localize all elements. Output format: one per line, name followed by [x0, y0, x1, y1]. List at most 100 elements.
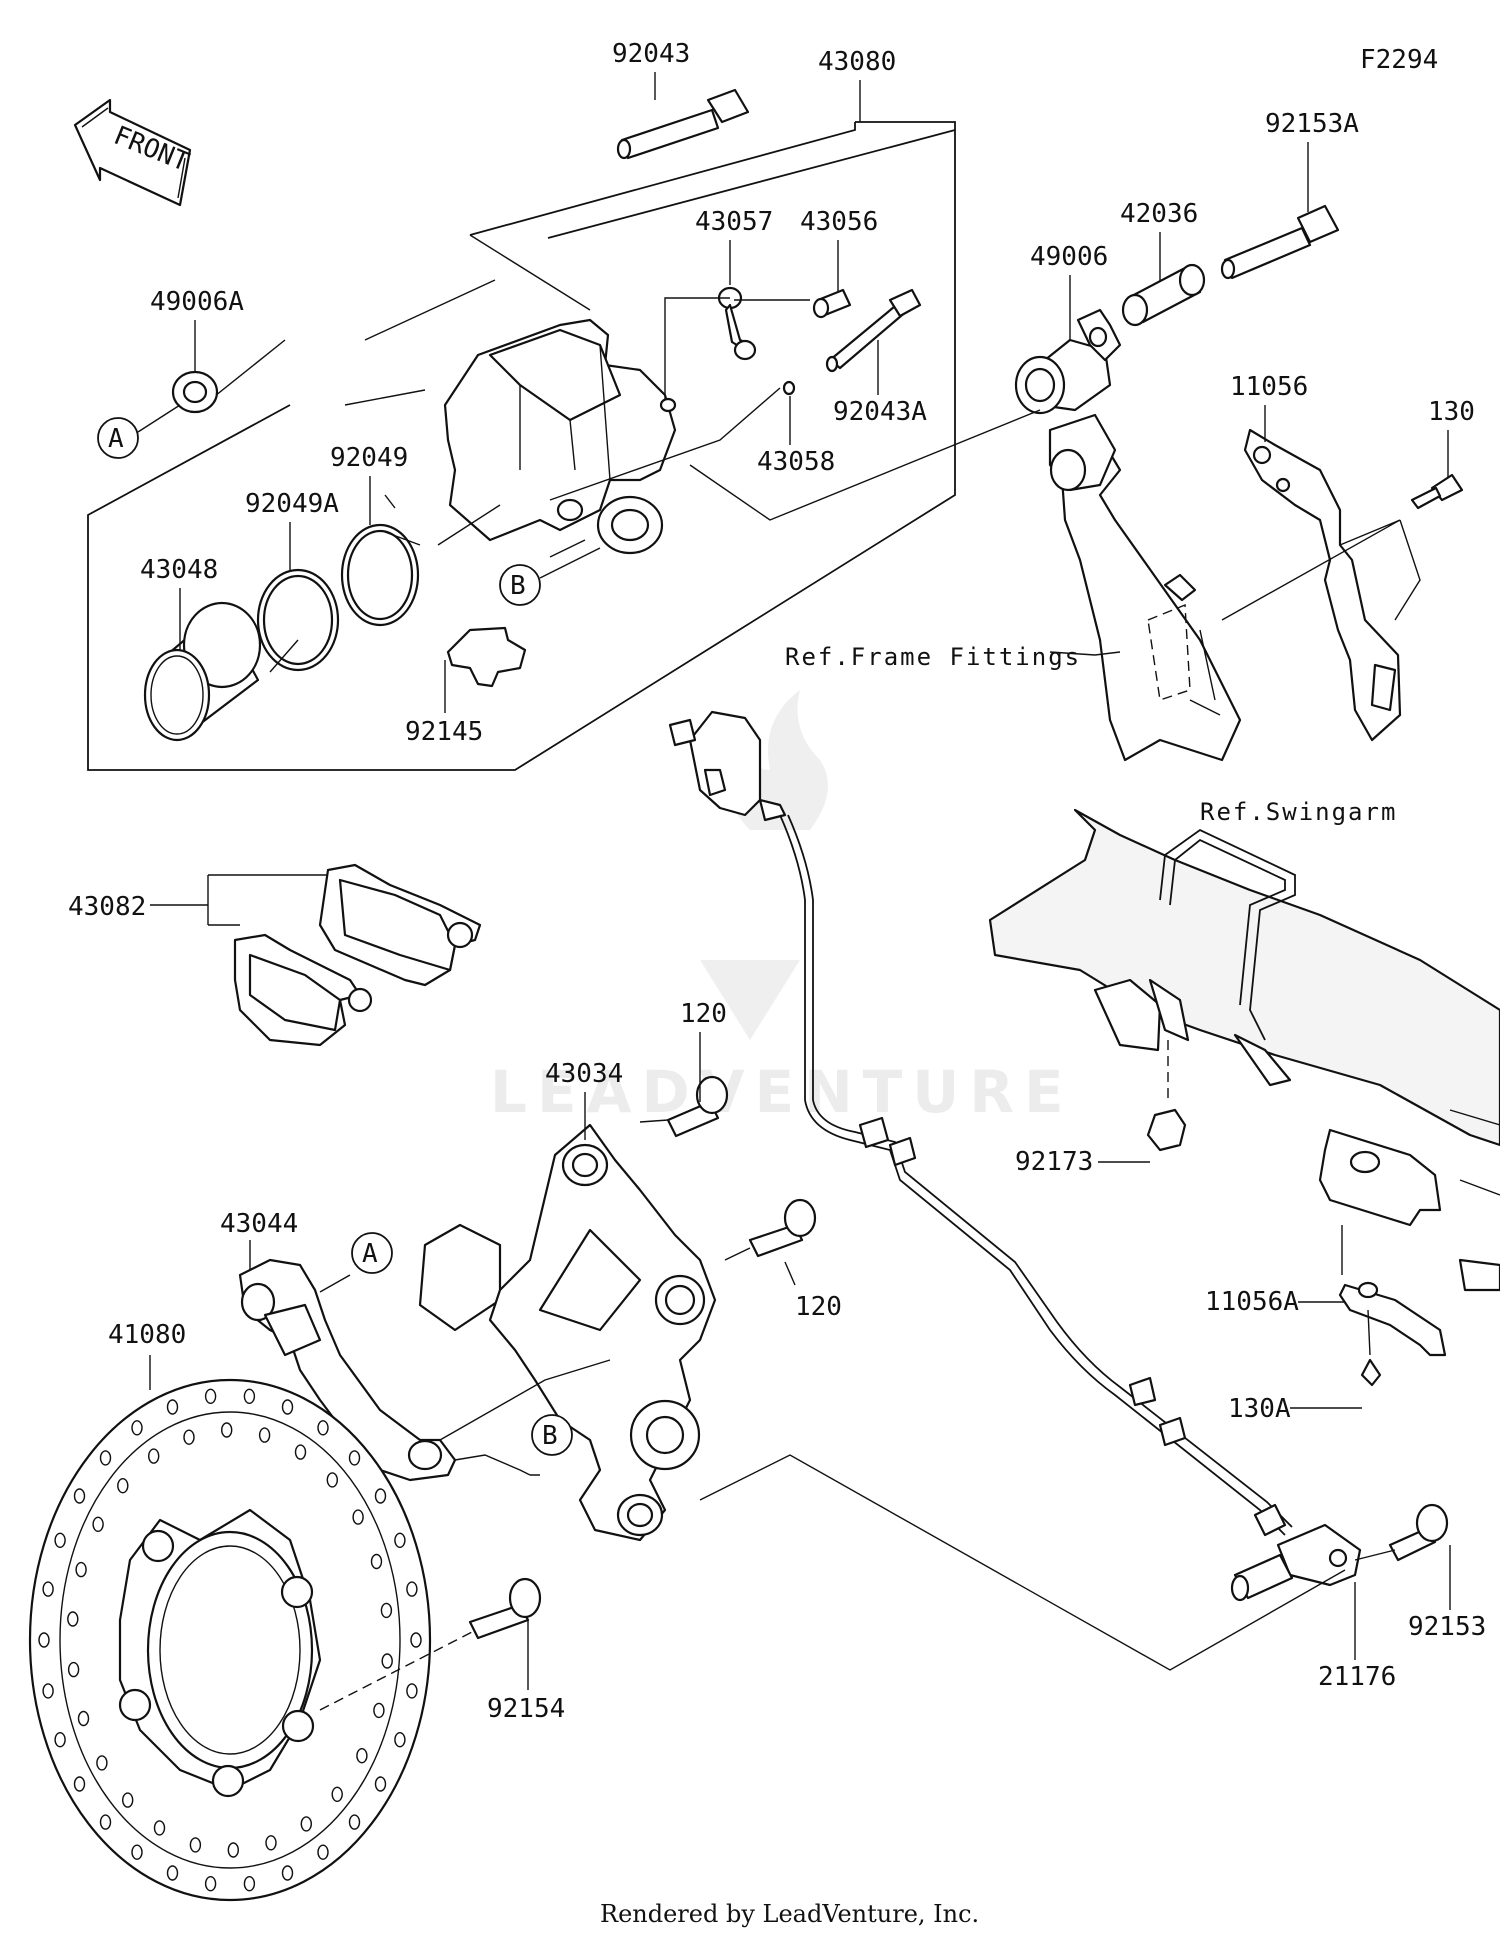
disc-hole [394, 1532, 406, 1549]
disc-hole [265, 1835, 277, 1851]
disc-hole [406, 1683, 418, 1699]
disc-hole [317, 1844, 329, 1860]
svg-text:A: A [362, 1239, 378, 1269]
spring-92145 [446, 626, 527, 688]
pin-92043 [616, 88, 750, 160]
callout-92043: 92043 [612, 39, 690, 69]
caliper-bracket-43034 [418, 1075, 817, 1542]
disc-hole [73, 1776, 86, 1792]
disc-hole [77, 1710, 90, 1727]
callout-92153A: 92153A [1265, 109, 1359, 139]
callout-92049A: 92049A [245, 489, 339, 519]
assembly-line [530, 1454, 1346, 1671]
callout-43056: 43056 [800, 207, 878, 237]
brake-pads [150, 863, 482, 1047]
disc-hole [67, 1661, 80, 1678]
disc-hole [183, 1429, 195, 1445]
disc-hole [131, 1844, 143, 1860]
svg-text:B: B [542, 1421, 558, 1451]
disc-hole [204, 1388, 217, 1405]
callout-43044: 43044 [220, 1209, 298, 1239]
disc-hole [73, 1488, 86, 1504]
marker-A-upper: A [97, 404, 181, 459]
disc-hole [189, 1837, 202, 1853]
pin-92043A [825, 288, 922, 373]
ref-swingarm: Ref.Swingarm [1200, 798, 1397, 826]
disc-hole [243, 1875, 256, 1892]
disc-hole [373, 1702, 385, 1719]
callout-130: 130 [1428, 397, 1475, 427]
caliper-holder-43044 [238, 1240, 611, 1482]
disc-hole [243, 1388, 256, 1405]
disc-hole [99, 1814, 112, 1830]
callout-92154: 92154 [487, 1694, 565, 1724]
disc-hole [406, 1581, 418, 1597]
svg-text:B: B [510, 571, 526, 601]
disc-hole [153, 1820, 166, 1836]
brake-disc-41080 [28, 1378, 542, 1902]
disc-hole [317, 1420, 329, 1436]
disc-hole [42, 1581, 54, 1597]
callout-92173: 92173 [1015, 1147, 1093, 1177]
disc-hole [220, 1422, 233, 1438]
disc-hole [356, 1747, 368, 1764]
disc-hole [121, 1792, 134, 1808]
disc-hole [92, 1516, 104, 1533]
disc-hole [348, 1450, 361, 1466]
callout-43034: 43034 [545, 1059, 623, 1089]
callout-42036: 42036 [1120, 199, 1198, 229]
callout-92043A: 92043A [833, 397, 927, 427]
disc-hole [54, 1731, 66, 1748]
disc-hole [381, 1653, 393, 1669]
callout-92049: 92049 [330, 443, 408, 473]
swingarm-ref [988, 808, 1500, 1387]
svg-text:A: A [108, 424, 124, 454]
disc-hole [374, 1488, 387, 1504]
disc-hole [410, 1632, 422, 1648]
marker-A-lower: A [351, 1232, 393, 1274]
disc-hole [131, 1420, 143, 1436]
callout-120-bottom: 120 [795, 1292, 842, 1322]
callout-49006A: 49006A [150, 287, 244, 317]
callout-43080: 43080 [818, 47, 896, 77]
banjo-43057 [717, 286, 757, 361]
callout-43048: 43048 [140, 555, 218, 585]
disc-hole [67, 1611, 79, 1627]
disc-hole [348, 1814, 361, 1830]
marker-B-lower: B [531, 1414, 573, 1456]
disc-hole [75, 1561, 87, 1578]
callouts: 92043 43080 92153A 43057 43056 42036 490… [68, 39, 1486, 1724]
front-arrow-icon: FRONT [73, 98, 194, 207]
disc-hole [294, 1444, 307, 1460]
disc-hole [352, 1509, 364, 1525]
callout-92153: 92153 [1408, 1612, 1486, 1642]
abs-sensor-harness [668, 710, 1449, 1602]
bleeder-43056 [812, 288, 852, 319]
disc-hole [166, 1399, 179, 1415]
disc-hole [166, 1865, 179, 1881]
credit-text: Rendered by LeadVenture, Inc. [600, 1900, 979, 1928]
disc-hole [281, 1399, 294, 1415]
callout-120-top: 120 [680, 999, 727, 1029]
callout-43082: 43082 [68, 892, 146, 922]
disc-hole [42, 1683, 54, 1699]
disc-hole [394, 1731, 406, 1748]
callout-43057: 43057 [695, 207, 773, 237]
disc-hole [96, 1755, 108, 1771]
disc-hole [281, 1865, 294, 1881]
disc-hole [38, 1632, 50, 1648]
callout-21176: 21176 [1318, 1662, 1396, 1692]
callout-43058: 43058 [757, 447, 835, 477]
disc-hole [147, 1448, 160, 1464]
disc-hole [331, 1786, 343, 1803]
disc-hole [227, 1842, 240, 1858]
disc-hole [117, 1477, 129, 1494]
disc-hole [326, 1472, 338, 1488]
callout-130A: 130A [1228, 1394, 1291, 1424]
disc-hole [258, 1427, 271, 1443]
disc-hole [370, 1553, 383, 1570]
disc-hole [99, 1450, 112, 1466]
callout-49006: 49006 [1030, 242, 1108, 272]
marker-B-upper: B [499, 547, 601, 606]
